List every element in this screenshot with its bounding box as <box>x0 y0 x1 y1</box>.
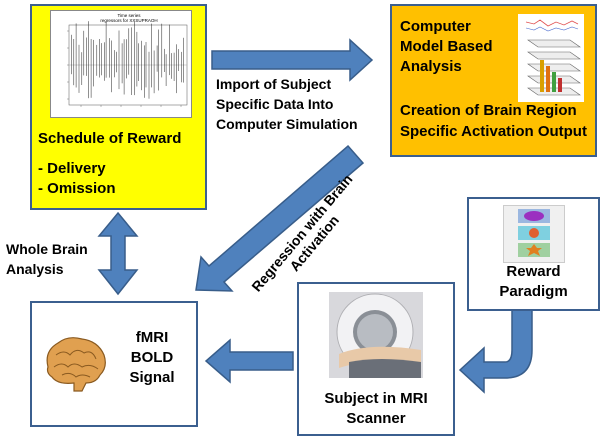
mri-scanner-svg <box>329 292 423 378</box>
brain-model-layers-svg <box>525 19 581 96</box>
scanner-line-1: Subject in MRI <box>324 390 428 407</box>
model-line-3: Analysis <box>400 58 462 75</box>
mri-scanner-photo <box>329 292 423 378</box>
schedule-item-omission: - Omission <box>38 180 116 197</box>
paradigm-line-1: Reward <box>506 263 561 280</box>
fmri-line-3: Signal <box>129 369 175 386</box>
model-line-2: Model Based <box>400 38 493 55</box>
plot-caption: Time series <box>117 13 141 18</box>
brain-icon <box>40 333 110 393</box>
fmri-line-1: fMRI <box>135 329 169 346</box>
scanner-line-2: Scanner <box>346 410 406 427</box>
fmri-line-2: BOLD <box>130 349 174 366</box>
whole-brain-label-line-1: Whole Brain <box>6 241 88 257</box>
plot-x-ticks <box>80 105 182 107</box>
reward-paradigm-box: Reward Paradigm <box>467 197 600 311</box>
plot-subcaption: regressors for XXSUPRAOH <box>100 18 157 23</box>
reward-paradigm-image <box>503 205 565 263</box>
schedule-item-delivery: - Delivery <box>38 160 106 177</box>
model-line-4: Creation of Brain Region <box>400 102 577 119</box>
reward-time-series-plot: Time series regressors for XXSUPRAOH <box>50 10 192 118</box>
reward-stimuli-svg <box>518 209 550 257</box>
computer-model-box: Computer Model Based Analysis Creation o… <box>390 4 597 157</box>
plot-spikes <box>71 21 184 99</box>
model-line-1: Computer <box>400 18 471 35</box>
model-line-5: Specific Activation Output <box>400 123 587 140</box>
schedule-title: Schedule of Reward <box>38 130 182 147</box>
whole-brain-label-line-2: Analysis <box>6 261 64 277</box>
plot-y-ticks <box>67 30 69 100</box>
fmri-bold-box: fMRI BOLD Signal <box>30 301 198 427</box>
whole-brain-double-arrow <box>97 211 139 296</box>
mri-scanner-box: Subject in MRI Scanner <box>297 282 455 436</box>
brain-model-layers-image <box>518 14 584 102</box>
time-series-svg: Time series regressors for XXSUPRAOH <box>67 13 188 107</box>
import-label-line-3: Computer Simulation <box>216 116 358 132</box>
scanner-to-fmri-arrow <box>204 338 294 384</box>
brain-svg <box>46 337 106 392</box>
import-label-line-2: Specific Data Into <box>216 96 334 112</box>
import-arrow <box>211 38 374 82</box>
regression-arrow <box>195 144 365 292</box>
schedule-of-reward-box: Time series regressors for XXSUPRAOH Sch… <box>30 4 207 210</box>
paradigm-line-2: Paradigm <box>499 283 568 300</box>
import-label-line-1: Import of Subject <box>216 76 332 92</box>
paradigm-to-scanner-arrow <box>458 299 533 394</box>
